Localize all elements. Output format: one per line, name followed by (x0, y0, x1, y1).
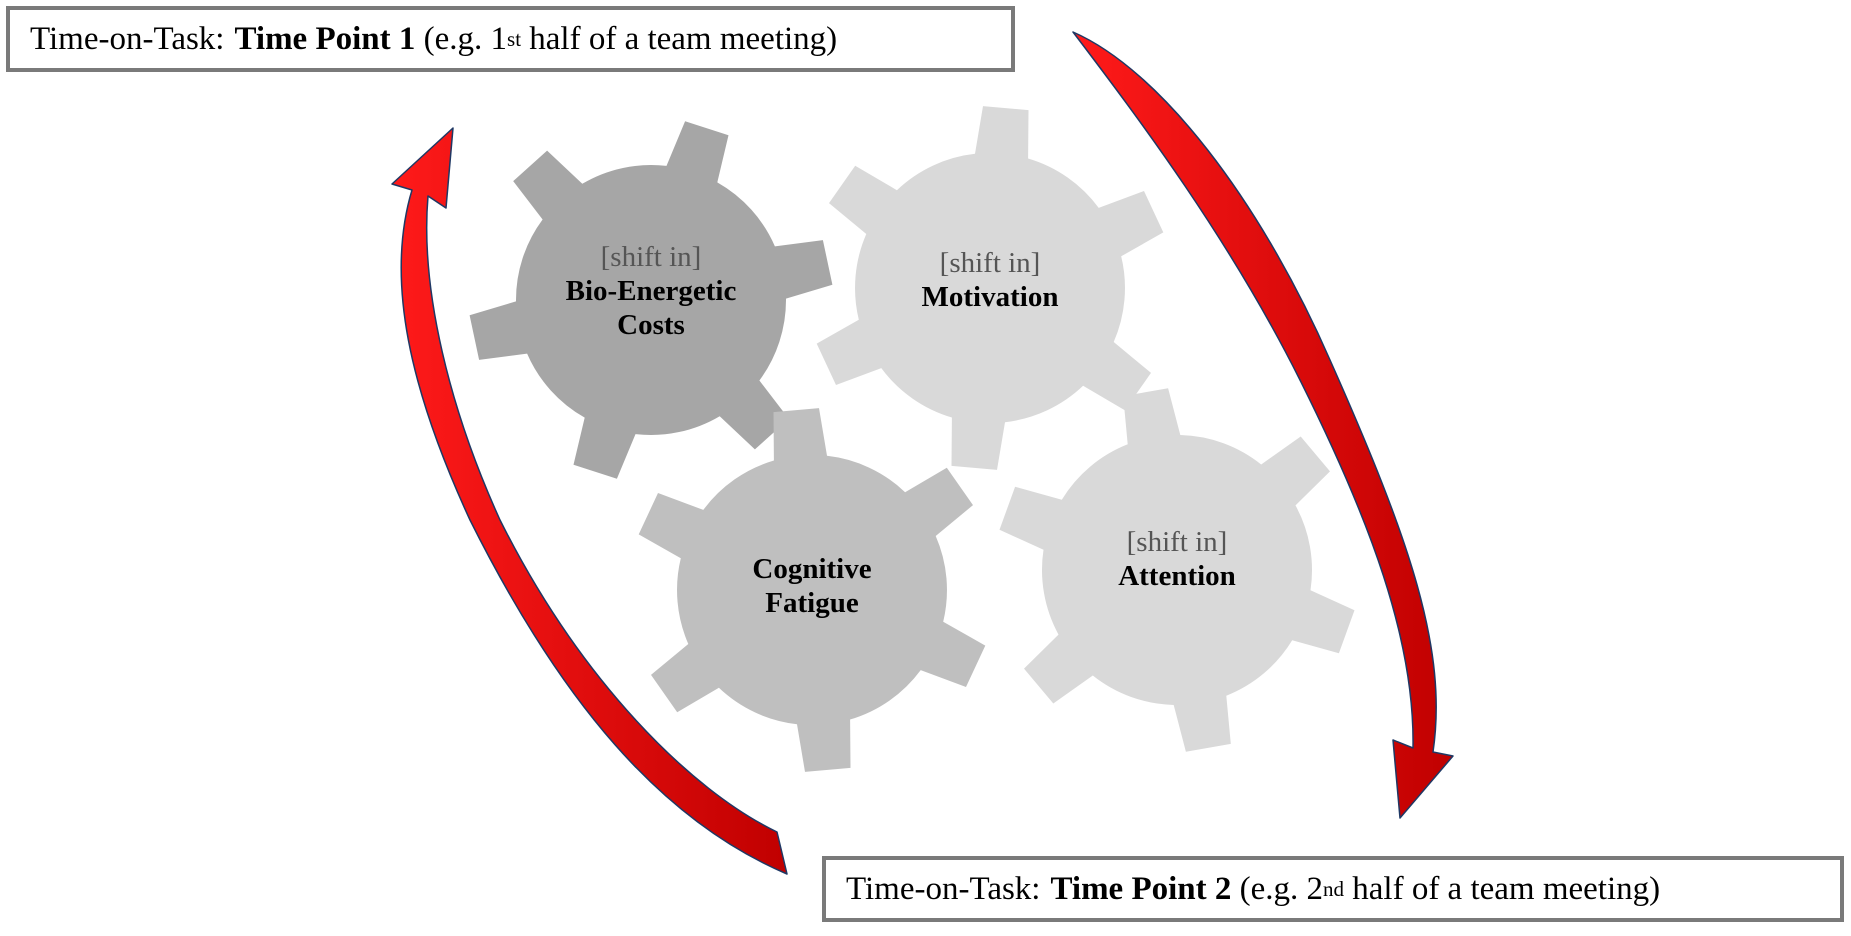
gear-bio-line1: Bio-Energetic (565, 275, 737, 308)
time-point-2-desc: half of a team meeting) (1352, 870, 1661, 907)
gear-bio-label: [shift in] Bio-Energetic Costs (566, 241, 737, 343)
time-point-1-paren: (e.g. 1 (423, 20, 508, 57)
gear-icon (999, 388, 1355, 752)
gear-motivation-label: [shift in] Motivation (922, 247, 1059, 315)
curved-arrow-icon (391, 127, 788, 875)
gear-attention-shift: [shift in] (1126, 526, 1228, 559)
gear-icon (816, 106, 1164, 470)
time-point-2-title: Time Point 2 (1050, 870, 1232, 907)
gear-cognitive-line1: Cognitive (752, 553, 872, 586)
time-point-2-paren: (e.g. 2 (1239, 870, 1324, 907)
arrow-left-body (391, 127, 788, 875)
gear-motivation-line1: Motivation (921, 281, 1059, 313)
gear-bio-line2: Costs (617, 308, 685, 341)
gear-bio-shift: [shift in] (600, 241, 702, 274)
time-point-2-prefix: Time-on-Task: (846, 870, 1041, 907)
curved-arrow-icon (1072, 31, 1454, 819)
gear-attention-label: [shift in] Attention (1118, 526, 1236, 594)
gear-attention-line1: Attention (1118, 560, 1236, 592)
gear-cognitive-label: Cognitive Fatigue (752, 553, 871, 621)
time-point-1-title: Time Point 1 (234, 20, 416, 57)
gear-cognitive-line2: Fatigue (765, 587, 859, 619)
time-point-1-prefix: Time-on-Task: (30, 20, 225, 57)
gear-motivation-shift: [shift in] (939, 247, 1041, 280)
gear-icon (638, 408, 986, 772)
arrow-right-body (1072, 31, 1454, 819)
gear-icon (469, 121, 833, 479)
time-point-1-desc: half of a team meeting) (529, 20, 838, 57)
